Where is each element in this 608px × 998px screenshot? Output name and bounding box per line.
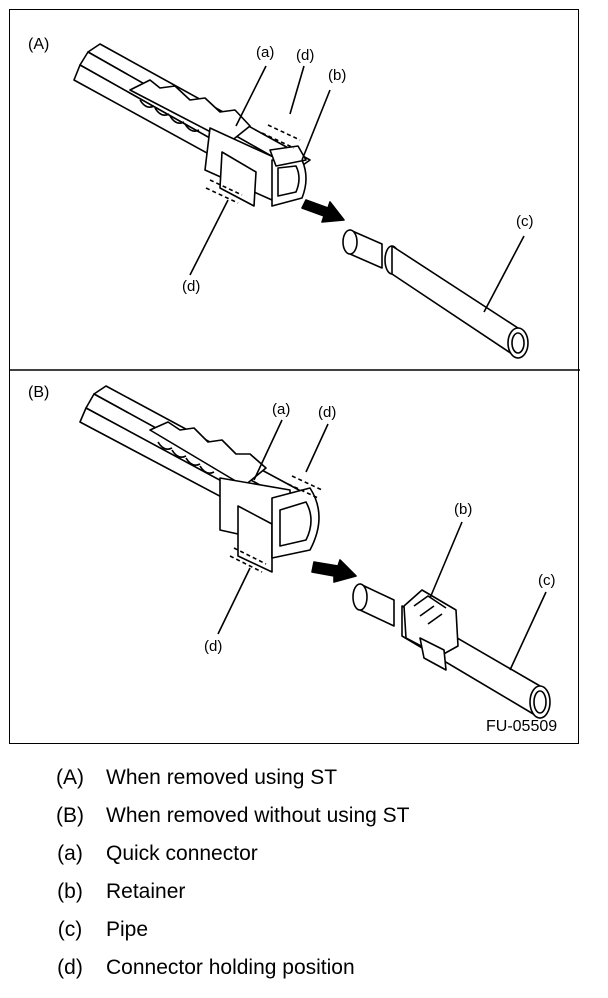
- removal-arrow-b: [311, 559, 357, 583]
- figure-code: FU-05509: [486, 718, 558, 735]
- legend-text: Pipe: [106, 918, 149, 941]
- panel-a-id: (A): [28, 36, 50, 53]
- legend-key: (A): [56, 766, 84, 789]
- quick-connector-a: [73, 43, 311, 207]
- legend-key: (b): [57, 880, 83, 903]
- retainer-b: [403, 589, 459, 671]
- panel-a-drawing: [73, 43, 529, 359]
- legend-key: (d): [57, 956, 83, 979]
- panel-a-callout-b: (b): [328, 67, 347, 84]
- panel-b-callout-d-bottom: (d): [204, 638, 223, 655]
- panel-a-callout-d-top: (d): [296, 47, 315, 64]
- removal-arrow-a: [301, 199, 345, 223]
- panel-b-id: (B): [28, 384, 50, 401]
- legend-text: Connector holding position: [106, 956, 355, 979]
- panel-a-callout-d-bottom: (d): [182, 278, 201, 295]
- leaders-a: [189, 65, 525, 313]
- legend-text: When removed without using ST: [106, 804, 410, 827]
- drawing-canvas: [10, 43, 580, 719]
- legend-key: (a): [57, 842, 83, 865]
- figure-frame: (A) (a) (d) (b) (c) (d) (B) (a) (d) (b) …: [9, 9, 580, 744]
- holding-marks-a: [205, 124, 301, 204]
- legend-text: Retainer: [106, 880, 186, 903]
- panel-b-callout-b: (b): [454, 501, 473, 518]
- panel-b-callout-d-top: (d): [318, 404, 337, 421]
- legend-text: When removed using ST: [106, 766, 338, 789]
- legend-key: (B): [56, 804, 84, 827]
- holding-marks-b: [229, 475, 323, 573]
- panel-b-callout-c: (c): [538, 572, 556, 589]
- legend-text: Quick connector: [106, 842, 258, 865]
- pipe-a: [342, 229, 529, 359]
- panel-b-drawing: [79, 385, 551, 719]
- panel-a-callout-c: (c): [516, 213, 534, 230]
- legend-key: (c): [57, 918, 83, 941]
- pipe-b: [352, 583, 551, 719]
- leaders-b: [217, 419, 547, 671]
- panel-a-callout-a: (a): [256, 44, 275, 61]
- panel-b-callout-a: (a): [272, 401, 291, 418]
